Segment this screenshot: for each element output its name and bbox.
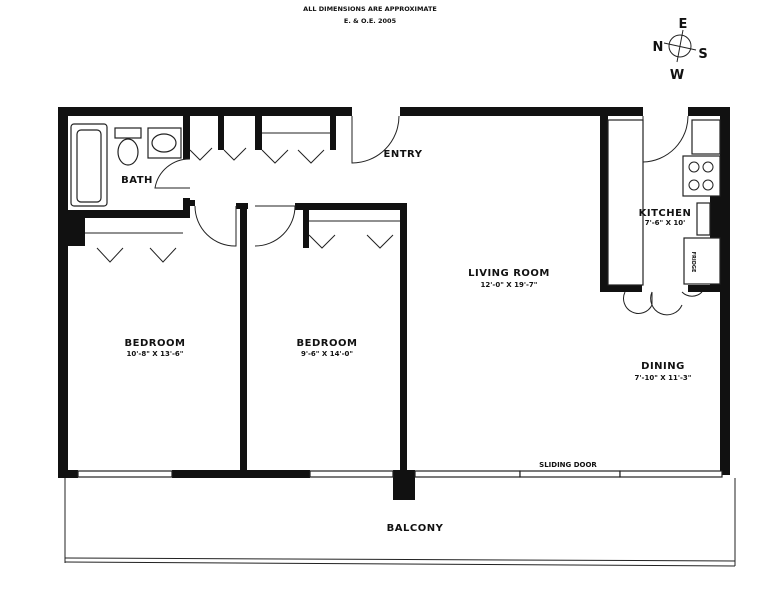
sink-icon [147,127,182,159]
living-room-label: LIVING ROOM [468,268,550,279]
kitchen-label: KITCHEN [639,208,692,219]
entry-label: ENTRY [384,149,423,160]
fridge-label: FRIDGE [690,252,696,273]
living-room-dims: 12'-0" X 19'-7" [481,281,538,289]
doors [154,115,703,316]
kitchen-cabinet [691,119,721,155]
toilet-icon [114,127,142,166]
bedroom2-label: BEDROOM [297,338,358,349]
bedroom1-label: BEDROOM [125,338,186,349]
balcony-label: BALCONY [387,523,444,534]
dimensions-note: ALL DIMENSIONS ARE APPROXIMATE [303,5,437,13]
dining-label: DINING [641,361,685,372]
stove-icon [682,155,721,197]
closet-doors [85,132,400,263]
bathtub-icon [70,123,108,207]
kitchen-dims: 7'-6" X 10' [645,219,686,227]
compass-south: S [698,47,707,62]
compass-east: E [679,17,688,32]
balcony-outline [64,478,736,567]
compass-icon: E N S W [653,17,708,83]
kitchen-counter [607,119,644,286]
bath-label: BATH [121,175,153,186]
bedroom2-dims: 9'-6" X 14'-0" [301,350,353,358]
sliding-door-label: SLIDING DOOR [539,461,597,469]
fridge-icon: FRIDGE [683,237,721,285]
dining-dims: 7'-10" X 11'-3" [635,374,692,382]
compass-west: W [670,68,684,83]
bedroom1-dims: 10'-8" X 13'-6" [127,350,184,358]
walls [58,107,730,500]
windows [77,470,723,478]
copyright-note: E. & O.E. 2005 [344,17,397,25]
compass-north: N [653,40,664,55]
kitchen-counter-small [696,202,711,236]
